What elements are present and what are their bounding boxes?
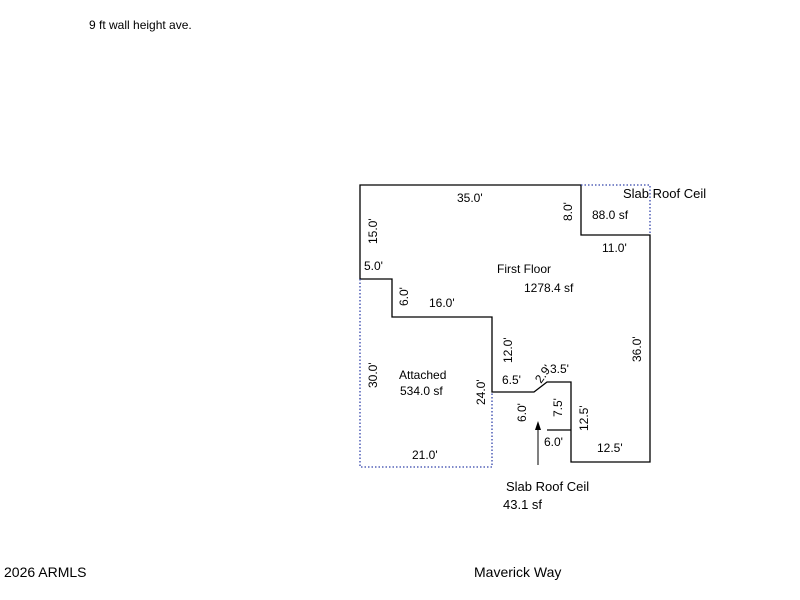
attached-outline <box>359 279 493 468</box>
dim-step-width: 5.0' <box>364 259 383 273</box>
first-floor-label: First Floor <box>497 262 551 276</box>
dim-left-wall: 15.0' <box>366 218 380 244</box>
slab-bottom-label: Slab Roof Ceil <box>506 479 589 494</box>
dim-step-height: 6.0' <box>397 287 411 306</box>
dim-inner-vertical: 12.0' <box>501 337 515 363</box>
street-name: Maverick Way <box>474 564 562 580</box>
dim-slab-top-height: 8.0' <box>561 202 575 221</box>
dim-top-wall: 35.0' <box>457 191 483 205</box>
dim-attached-bottom: 21.0' <box>412 448 438 462</box>
dim-bottom-right: 12.5' <box>597 441 623 455</box>
attached-area: 534.0 sf <box>400 384 443 398</box>
attached-label: Attached <box>399 368 446 382</box>
copyright-text: 2026 ARMLS <box>4 564 87 580</box>
dim-attached-right: 24.0' <box>474 379 488 405</box>
dim-small-wall: 6.5' <box>502 373 521 387</box>
dim-lower-right-vertical: 12.5' <box>577 405 591 431</box>
first-floor-outline <box>359 184 651 463</box>
dim-notch-top: 3.5' <box>550 362 569 376</box>
wall-height-note: 9 ft wall height ave. <box>89 18 192 32</box>
dim-notch-vertical: 7.5' <box>551 398 565 417</box>
dim-attached-left: 30.0' <box>366 362 380 388</box>
dim-right-wall: 36.0' <box>630 336 644 362</box>
dim-inner-wall: 16.0' <box>429 296 455 310</box>
slab-top-label: Slab Roof Ceil <box>623 186 706 201</box>
slab-bottom-area: 43.1 sf <box>503 497 542 512</box>
dim-right-step: 11.0' <box>602 241 627 255</box>
dim-slab-width: 6.0' <box>544 435 563 449</box>
slab-roof-top-outline <box>581 184 651 235</box>
dim-slab-height: 6.0' <box>515 403 529 422</box>
first-floor-area: 1278.4 sf <box>524 281 574 295</box>
slab-top-area: 88.0 sf <box>592 208 629 222</box>
slab-pointer-arrow <box>535 421 541 430</box>
